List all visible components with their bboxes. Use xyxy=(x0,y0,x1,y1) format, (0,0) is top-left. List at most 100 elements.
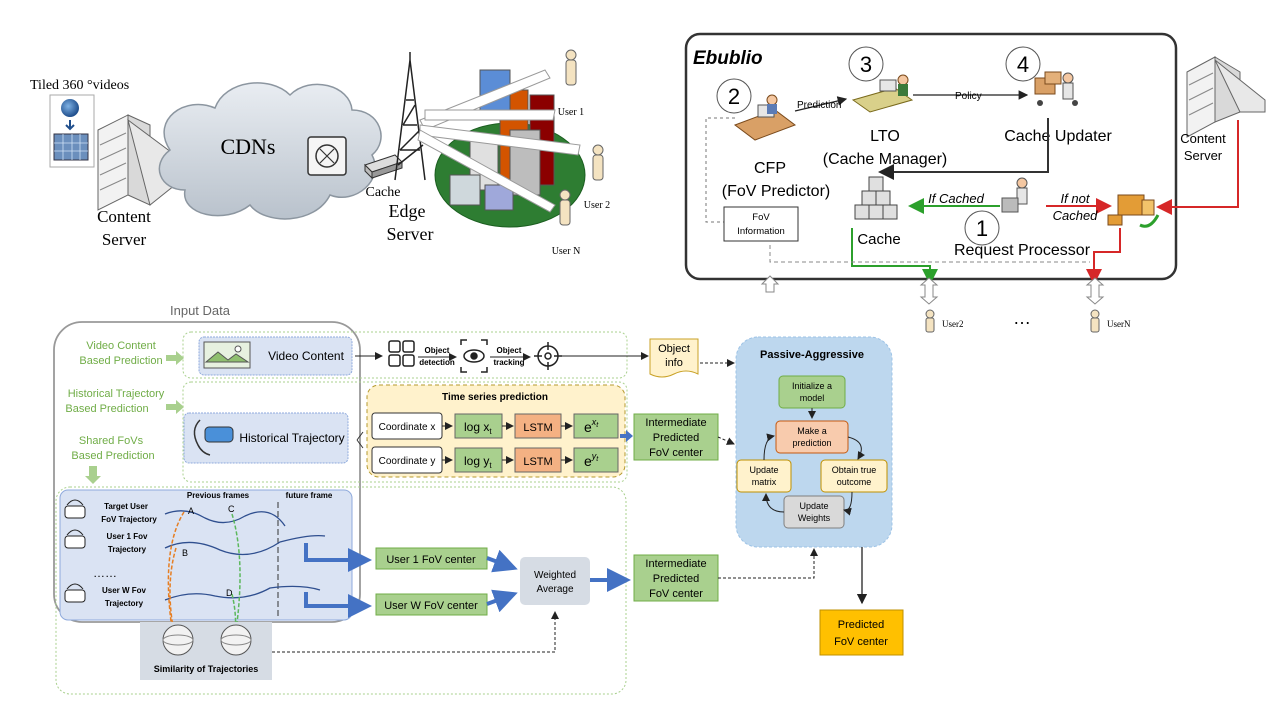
bidirectional-arrow-icon xyxy=(919,277,939,305)
intermediate-label-1b: Predicted xyxy=(653,432,699,444)
pa-make-label-1: Make a xyxy=(797,426,827,436)
target-trajectory xyxy=(164,510,286,527)
content-server-label-2: Server xyxy=(102,230,147,249)
user1-traj-label-2: Trajectory xyxy=(108,545,147,554)
historical-trajectory-box xyxy=(183,412,349,464)
userw-center-label: User W FoV center xyxy=(384,600,478,612)
pa-obtain-box xyxy=(820,459,888,493)
similarity-label: Similarity of Trajectories xyxy=(154,664,259,674)
exp-y-box xyxy=(573,447,619,473)
video-content-label: Video Content xyxy=(268,349,345,363)
user1-trajectory xyxy=(164,534,326,556)
arrow-right-icon xyxy=(166,400,184,414)
lto-label-1: LTO xyxy=(870,128,900,145)
user1-label: User 1 xyxy=(558,107,584,118)
content-server-label-1: Content xyxy=(1180,131,1226,146)
pa-update-matrix-label-2: matrix xyxy=(752,477,777,487)
ebublio-architecture: Ebublio 2 3 4 1 xyxy=(684,32,1266,333)
cache-label: Cache xyxy=(857,231,900,248)
exp-y-label: eyt xyxy=(584,451,599,469)
time-series-label: Time series prediction xyxy=(442,392,548,403)
hist-pred-label-2: Based Prediction xyxy=(65,403,148,415)
building xyxy=(449,174,481,206)
video-pred-label-2: Based Prediction xyxy=(79,355,162,367)
step-number-4: 4 xyxy=(1017,52,1029,77)
step-number-2: 2 xyxy=(728,84,740,109)
hollow-arrow-icon xyxy=(760,275,780,293)
cache-updater-icon xyxy=(1034,71,1078,106)
svg-text:B: B xyxy=(182,548,188,558)
hist-pred-label-1: Historical Trajectory xyxy=(68,388,165,400)
predicted-fov-box xyxy=(819,609,904,656)
userw-traj-label-1: User W Fov xyxy=(102,586,147,595)
svg-text:C: C xyxy=(228,504,235,514)
step-circle-3 xyxy=(848,46,884,82)
history-region xyxy=(182,381,628,483)
fov-info-label-1: FoV xyxy=(752,212,770,223)
userN-label: UserN xyxy=(1107,319,1131,329)
pa-obtain-label-2: outcome xyxy=(837,477,872,487)
arrow-down-icon xyxy=(85,466,101,484)
user-figure xyxy=(1090,309,1100,333)
request-processor-label: Request Processor xyxy=(954,242,1091,259)
vr-headset-icon xyxy=(64,529,86,549)
user-figure xyxy=(925,309,935,333)
pa-make-label-2: prediction xyxy=(792,438,831,448)
vr-headset-icon xyxy=(64,499,86,519)
shared-pred-label-1: Shared FoVs xyxy=(79,435,144,447)
exp-x-box xyxy=(573,413,619,439)
lto-label-2: (Cache Manager) xyxy=(823,151,948,168)
cache-label: Cache xyxy=(366,185,401,200)
predicted-label-1: Predicted xyxy=(838,619,884,631)
previous-frames-label: Previous frames xyxy=(187,491,250,500)
user-figure xyxy=(565,49,577,86)
arrow-right-icon xyxy=(620,430,633,442)
cfp-label-1: CFP xyxy=(754,160,786,177)
landscape-icon xyxy=(203,341,251,369)
shared-pred-label-2: Based Prediction xyxy=(71,450,154,462)
tiled-videos-label: Tiled 360 °videos xyxy=(30,78,129,93)
request-processor-icon xyxy=(1001,177,1028,213)
lstm-x-box xyxy=(514,413,562,439)
log-x-label: log xt xyxy=(464,420,492,436)
if-not-cached-label-1: If not xyxy=(1061,191,1091,206)
object-tracking-icon xyxy=(460,339,488,373)
object-info-label-1: Object xyxy=(658,343,690,355)
intermediate-label-1a: Intermediate xyxy=(645,417,706,429)
svg-text:A: A xyxy=(188,506,194,516)
ellipsis: … xyxy=(1013,308,1031,328)
log-y-label: log yt xyxy=(464,454,492,470)
coord-y-label: Coordinate y xyxy=(379,456,436,467)
log-x-box xyxy=(454,413,503,439)
sphere-icon xyxy=(220,624,252,656)
svg-text:D: D xyxy=(226,588,233,598)
ellipsis: …… xyxy=(93,566,117,580)
user1-center-label: User 1 FoV center xyxy=(386,554,476,566)
globe-icon xyxy=(61,99,79,117)
lstm-x-label: LSTM xyxy=(523,422,552,434)
future-frame-label: future frame xyxy=(286,491,333,500)
cfp-label-2: (FoV Predictor) xyxy=(722,183,830,200)
cdns-label: CDNs xyxy=(220,134,275,159)
pa-update-weights-label-2: Weights xyxy=(798,513,831,523)
cdn-cloud xyxy=(158,82,382,220)
trajectory-point-labels: A B C D xyxy=(182,504,235,598)
truck-icon xyxy=(1107,194,1160,228)
object-tracking-label-2: tracking xyxy=(493,358,524,367)
intermediate-label-2c: FoV center xyxy=(649,588,703,600)
step-number-3: 3 xyxy=(860,52,872,77)
intermediate-label-1c: FoV center xyxy=(649,447,703,459)
weighted-average-box xyxy=(520,557,590,605)
userw-trajectory xyxy=(164,585,321,601)
lstm-y-label: LSTM xyxy=(523,456,552,468)
content-server-label-2: Server xyxy=(1184,148,1223,163)
cfp-desk-icon xyxy=(733,94,797,141)
step-circle-1 xyxy=(964,210,1000,246)
arrow-right-icon xyxy=(166,351,184,365)
userN-label: User N xyxy=(552,246,581,257)
lto-desk-icon xyxy=(851,74,914,113)
video-region xyxy=(182,331,628,379)
vr-headset-icon xyxy=(193,419,234,456)
bidirectional-arrow-icon xyxy=(1085,277,1105,305)
